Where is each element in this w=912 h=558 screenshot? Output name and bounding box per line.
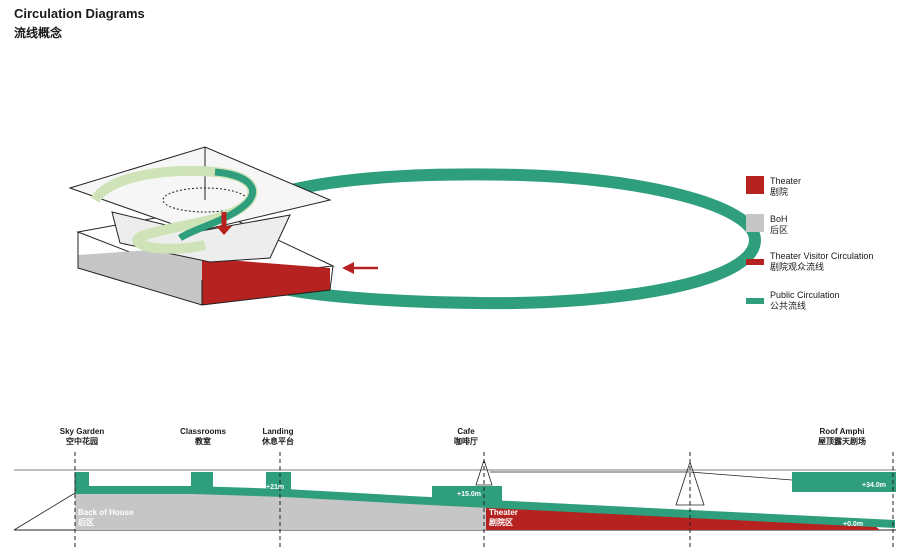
label-landing: Landing 休息平台 [262, 427, 294, 447]
pyramid-roof [68, 146, 332, 233]
legend-public-circulation-zh: 公共流线 [770, 301, 807, 311]
label-sky-garden-zh: 空中花园 [66, 437, 98, 446]
legend-theater-en: Theater [770, 176, 802, 186]
public-circulation-ring [242, 168, 762, 310]
landing-block [266, 472, 291, 496]
label-landing-en: Landing [262, 427, 294, 436]
label-landing-zh: 休息平台 [262, 437, 294, 446]
legend-public-circulation-en: Public Circulation [770, 290, 840, 300]
zone-boh-label: Back of House 后区 [78, 508, 134, 528]
legend-public-line-swatch [746, 298, 764, 304]
label-roof-amphi-zh: 屋顶露天剧场 [818, 437, 866, 446]
zone-boh-en: Back of House [78, 508, 134, 517]
legend-boh-zh: 后区 [770, 225, 789, 235]
legend-theater: Theater 剧院 [746, 176, 801, 198]
label-roof-amphi: Roof Amphi 屋顶露天剧场 [818, 427, 866, 447]
legend-theater-line-swatch [746, 259, 764, 265]
label-cafe: Cafe 咖啡厅 [454, 427, 478, 447]
label-classrooms-en: Classrooms [180, 427, 226, 436]
elevation-cafe: +15.0m [457, 491, 481, 498]
elevation-landing: +21m [266, 484, 285, 491]
elevation-roof: +34.0m [862, 482, 886, 489]
label-sky-garden: Sky Garden 空中花园 [60, 427, 104, 447]
label-roof-amphi-en: Roof Amphi [819, 427, 865, 436]
label-classrooms-zh: 教室 [194, 437, 211, 446]
zone-theater-en: Theater [489, 508, 518, 517]
label-cafe-en: Cafe [457, 427, 475, 436]
boh-volume [78, 250, 202, 305]
sky-garden-block [75, 472, 89, 494]
classrooms-block [191, 472, 213, 494]
zone-boh-zh: 后区 [78, 518, 94, 527]
label-sky-garden-en: Sky Garden [59, 427, 105, 436]
legend-public-circulation: Public Circulation 公共流线 [746, 290, 840, 312]
roof-public-swirl-accent [178, 168, 257, 241]
roof-amphi-block [792, 472, 896, 492]
elevation-ground: +0.0m [843, 521, 864, 528]
legend-theater-zh: 剧院 [770, 187, 789, 197]
legend-theater-circulation-zh: 剧院观众流线 [770, 262, 825, 272]
zone-theater-label: Theater 剧院区 [489, 508, 518, 528]
zone-theater-zh: 剧院区 [489, 518, 513, 527]
page-title: Circulation Diagrams [14, 6, 145, 21]
legend-boh-swatch [746, 214, 764, 232]
legend-boh-en: BoH [770, 214, 788, 224]
label-classrooms: Classrooms 教室 [180, 427, 226, 447]
page-subtitle: 流线概念 [14, 26, 63, 40]
label-cafe-zh: 咖啡厅 [454, 437, 478, 446]
legend-theater-swatch [746, 176, 764, 194]
legend-boh: BoH 后区 [746, 214, 788, 236]
legend-theater-circulation: Theater Visitor Circulation 剧院观众流线 [746, 251, 873, 273]
legend-theater-circulation-en: Theater Visitor Circulation [770, 251, 874, 261]
